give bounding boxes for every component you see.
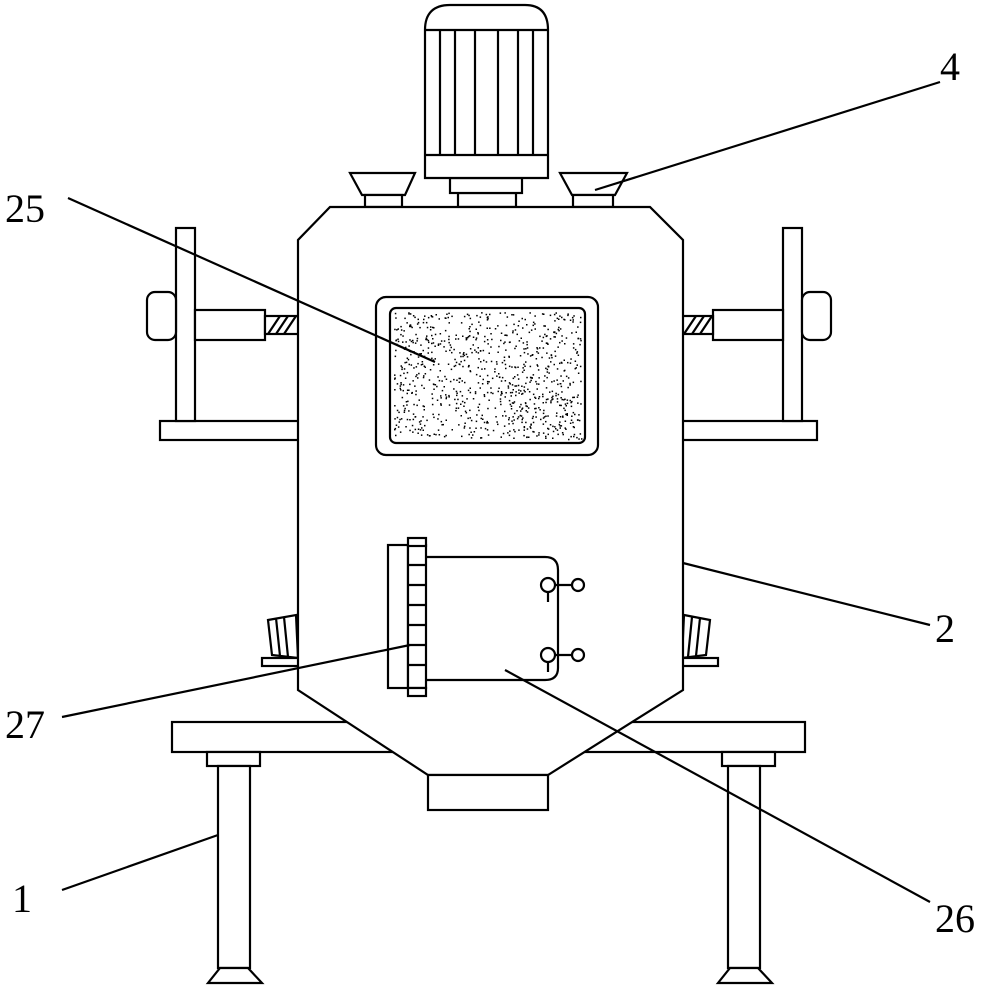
label-27: 27 xyxy=(5,702,45,747)
left-arm xyxy=(147,228,300,666)
right-arm xyxy=(680,228,831,666)
label-1: 1 xyxy=(12,876,32,921)
label-26: 26 xyxy=(935,896,975,941)
motor xyxy=(350,5,627,207)
access-door xyxy=(388,538,584,696)
label-25: 25 xyxy=(5,186,45,231)
label-2: 2 xyxy=(935,606,955,651)
label-4: 4 xyxy=(940,44,960,89)
observation-window xyxy=(376,297,598,455)
